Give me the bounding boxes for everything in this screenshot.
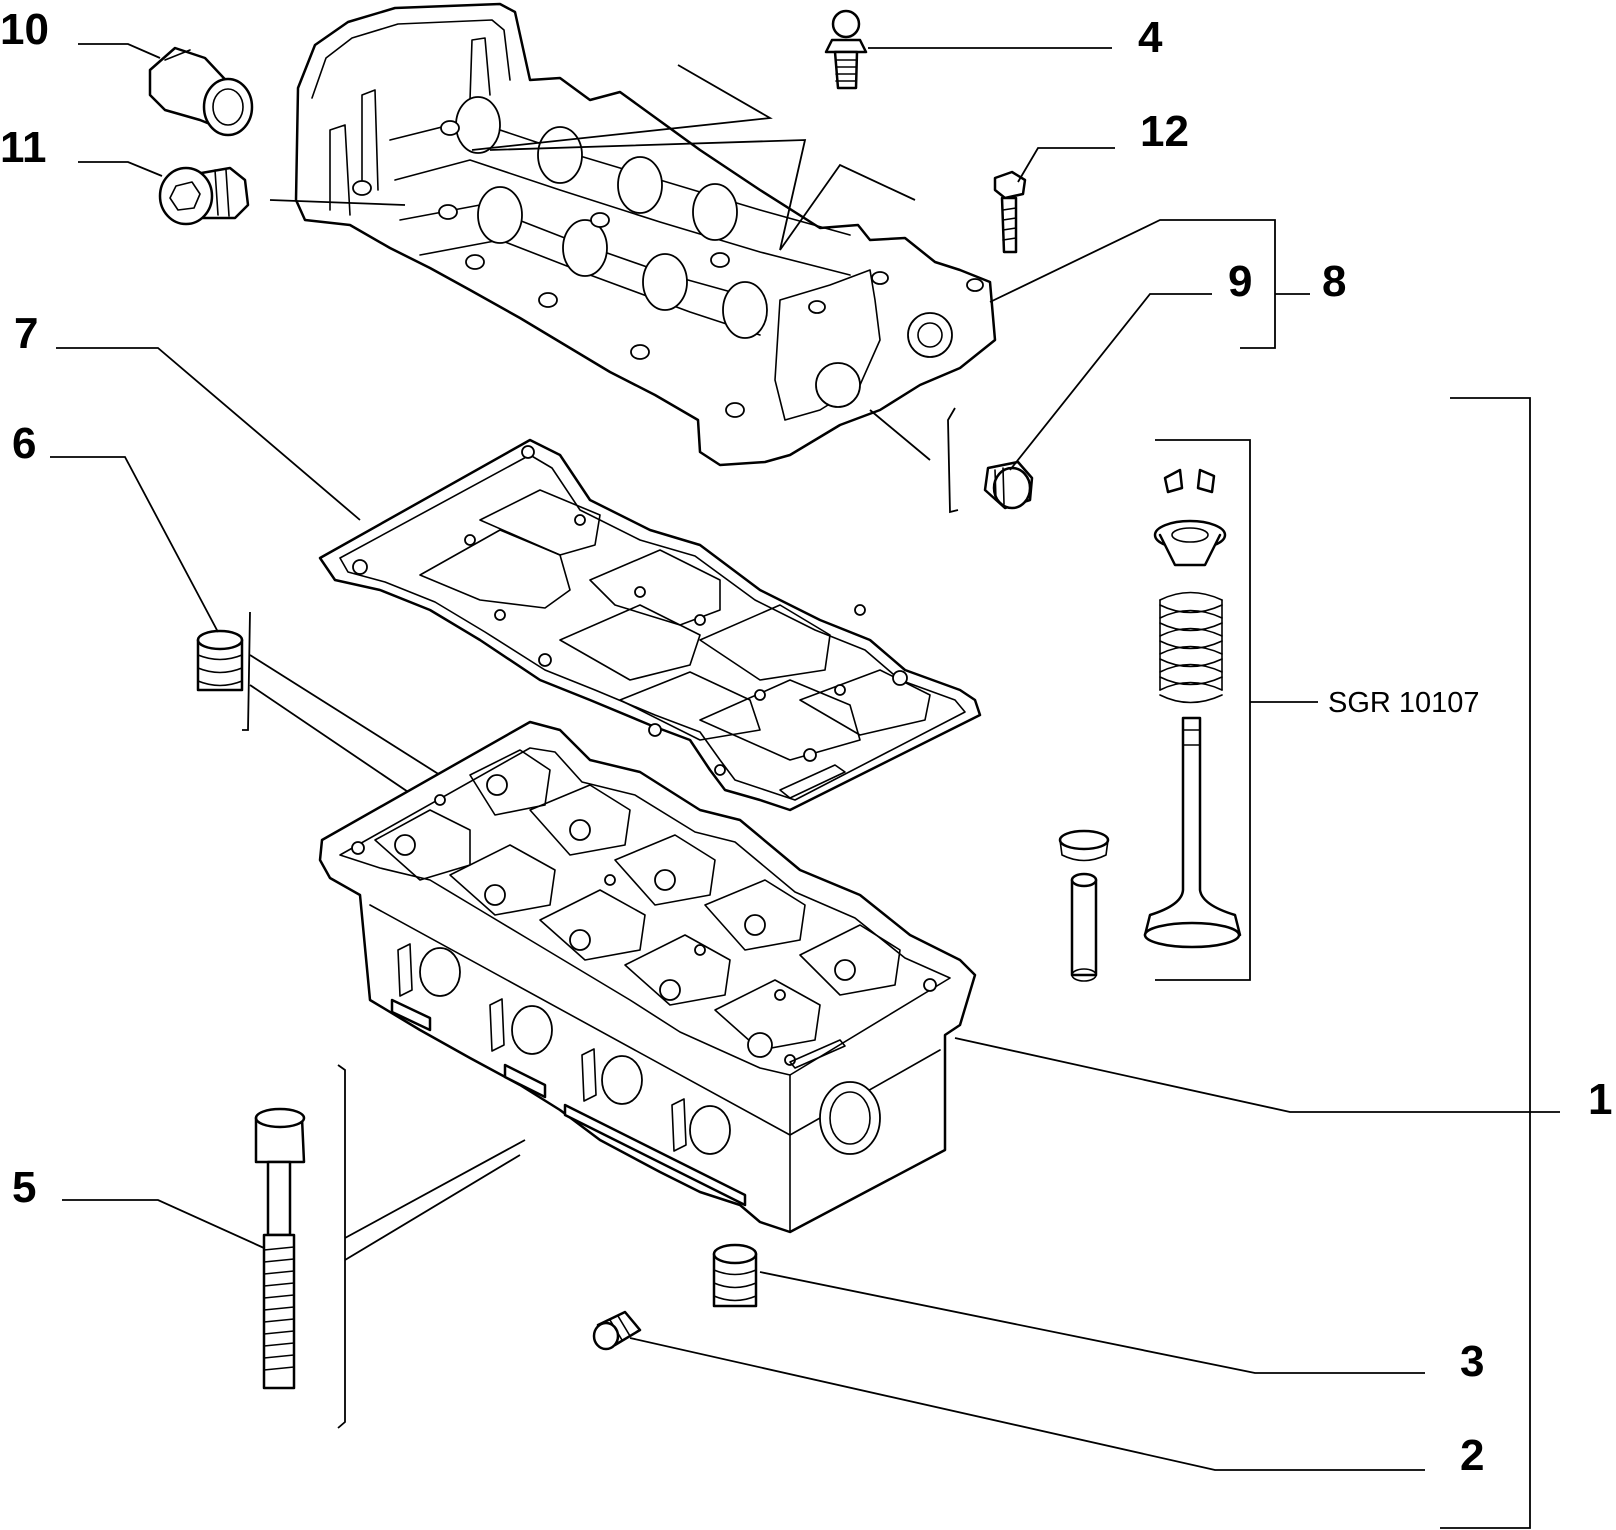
reference-code-label: SGR 10107	[1328, 687, 1480, 719]
bolt-part-12-drawing	[993, 170, 1027, 254]
dowel-part-9-drawing	[869, 407, 1034, 514]
dowel-part-6-drawing	[196, 611, 441, 801]
cylinder-head-part-1-drawing	[318, 720, 977, 1234]
leader-lines	[50, 43, 1560, 1529]
callout-4: 4	[1138, 13, 1163, 62]
callout-6: 6	[12, 419, 36, 468]
head-bolt-part-5-drawing	[254, 1064, 526, 1429]
callout-labels: 10 11 4 12 9 8 7 6 5 1 3 2 SGR 10107	[0, 5, 1612, 1480]
dowel-part-3-drawing	[712, 1243, 758, 1308]
dowel-pin-part-2-drawing	[592, 1310, 642, 1351]
valve-kit-drawing	[1058, 439, 1318, 982]
callout-8: 8	[1322, 257, 1346, 306]
callout-7: 7	[14, 309, 38, 358]
camshaft-carrier-drawing	[269, 2, 997, 467]
callout-10: 10	[0, 5, 49, 54]
plug-part-10-drawing	[148, 46, 254, 137]
callout-2: 2	[1460, 1431, 1484, 1480]
callout-9: 9	[1228, 257, 1252, 306]
ball-stud-part-4-drawing	[824, 9, 868, 90]
callout-11: 11	[0, 123, 47, 172]
callout-5: 5	[12, 1163, 36, 1212]
plug-part-11-drawing	[158, 166, 250, 226]
callout-3: 3	[1460, 1337, 1484, 1386]
gasket-part-7-drawing	[318, 438, 982, 812]
callout-12: 12	[1140, 107, 1189, 156]
callout-1: 1	[1588, 1075, 1612, 1124]
